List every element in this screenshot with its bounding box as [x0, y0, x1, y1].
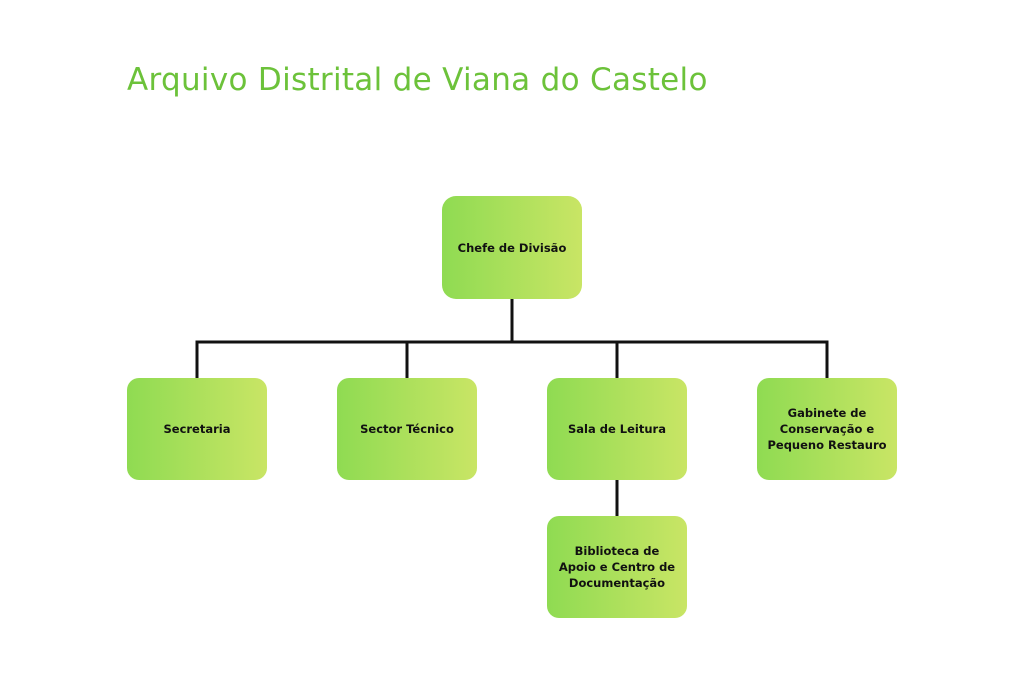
- node-label: Gabinete de Conservação e Pequeno Restau…: [767, 406, 887, 452]
- page-title: Arquivo Distrital de Viana do Castelo: [127, 62, 708, 98]
- node-chefe-de-divisao: Chefe de Divisão: [442, 196, 582, 299]
- node-label: Sala de Leitura: [568, 422, 666, 436]
- node-gabinete-conservacao: Gabinete de Conservação e Pequeno Restau…: [757, 378, 897, 480]
- node-sala-de-leitura: Sala de Leitura: [547, 378, 687, 480]
- node-secretaria: Secretaria: [127, 378, 267, 480]
- node-sector-tecnico: Sector Técnico: [337, 378, 477, 480]
- node-label: Sector Técnico: [360, 422, 454, 436]
- node-label: Secretaria: [163, 422, 231, 436]
- node-label: Biblioteca de Apoio e Centro de Document…: [558, 544, 676, 590]
- node-label: Chefe de Divisão: [457, 240, 567, 255]
- node-biblioteca-apoio: Biblioteca de Apoio e Centro de Document…: [547, 516, 687, 618]
